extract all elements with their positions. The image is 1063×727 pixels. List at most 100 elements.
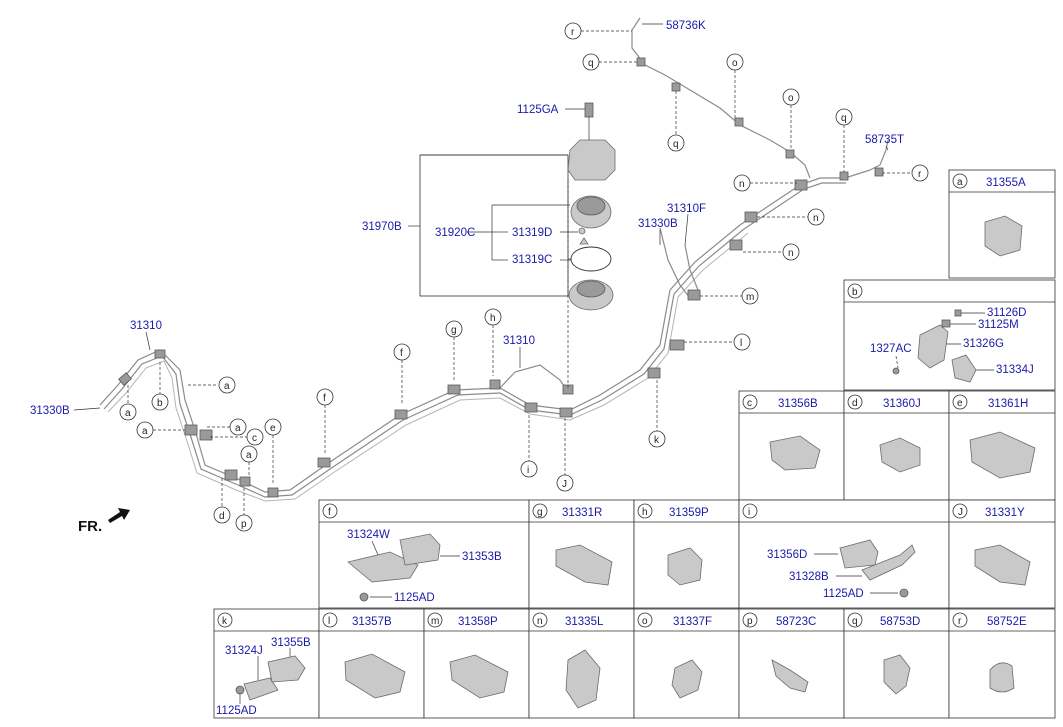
svg-text:b: b — [852, 287, 858, 298]
front-arrow-icon — [108, 508, 130, 523]
callout-r-2[interactable] — [911, 164, 929, 182]
callout-a-2[interactable] — [119, 403, 137, 421]
svg-text:a: a — [246, 450, 252, 461]
label-58735T: 58735T — [865, 134, 904, 146]
callout-o-2[interactable] — [782, 88, 800, 106]
part-31331R-icon — [555, 544, 613, 586]
svg-text:f: f — [323, 393, 326, 404]
part-31359P-icon — [667, 547, 703, 586]
label-31310-mid: 31310 — [503, 335, 535, 347]
label-31970B: 31970B — [362, 221, 402, 233]
svg-text:J: J — [958, 507, 963, 518]
svg-text:k: k — [222, 616, 228, 627]
callout-c[interactable] — [246, 428, 264, 446]
panel-p-part: 58723C — [776, 616, 816, 628]
svg-text:b: b — [157, 398, 163, 409]
svg-text:p: p — [241, 519, 247, 530]
part-58723C-icon — [771, 659, 809, 693]
callout-b[interactable] — [151, 393, 169, 411]
panel-b-part-2: 31125M — [978, 319, 1019, 331]
panel-g-letter — [532, 503, 548, 519]
svg-text:q: q — [588, 58, 594, 69]
part-31125M-icon — [941, 319, 951, 328]
callout-d[interactable] — [213, 506, 231, 524]
callout-q-2[interactable] — [667, 134, 685, 152]
svg-text:q: q — [673, 139, 679, 150]
part-31328B-icon — [861, 544, 916, 581]
svg-text:c: c — [747, 398, 752, 409]
part-31355B-icon — [267, 655, 306, 683]
callout-i[interactable] — [520, 460, 538, 478]
panel-f-part-1: 31324W — [347, 529, 390, 541]
detail-panels: a 31355A b 31126D 31125M 1327AC 31326G 3… — [213, 169, 1056, 719]
svg-text:l: l — [328, 616, 330, 627]
callout-n-1[interactable] — [782, 243, 800, 261]
panel-q-part: 58753D — [880, 616, 920, 628]
callout-l[interactable] — [733, 333, 751, 351]
svg-text:h: h — [642, 507, 648, 518]
fuel-pump-group — [408, 102, 616, 390]
callout-f-2[interactable] — [393, 343, 411, 361]
svg-text:i: i — [527, 465, 529, 476]
panel-o-letter — [637, 612, 653, 628]
svg-text:n: n — [813, 213, 819, 224]
panel-r-letter — [952, 612, 968, 628]
callout-q-1[interactable] — [582, 53, 600, 71]
panel-i-letter — [742, 503, 758, 519]
callout-n-3[interactable] — [733, 174, 751, 192]
panel-b-part-3: 1327AC — [870, 343, 912, 355]
svg-text:a: a — [125, 408, 131, 419]
label-31920C: 31920C — [435, 227, 475, 239]
svg-text:J: J — [562, 479, 567, 490]
part-31337F-icon — [671, 659, 703, 699]
label-1125GA: 1125GA — [517, 104, 559, 116]
callout-a-4[interactable] — [229, 418, 247, 436]
panel-d-part: 31360J — [883, 398, 921, 410]
callout-o-1[interactable] — [726, 53, 744, 71]
callout-m[interactable] — [741, 287, 759, 305]
callout-g[interactable] — [445, 320, 463, 338]
panel-k-letter — [217, 612, 233, 628]
panel-n-part: 31335L — [565, 616, 604, 628]
front-direction-indicator: FR. — [78, 508, 130, 535]
part-31335L-icon — [565, 649, 601, 709]
svg-text:m: m — [431, 616, 439, 627]
callout-a-5[interactable] — [240, 445, 258, 463]
panel-i-part-1: 31356D — [767, 549, 807, 561]
part-31358P-icon — [449, 654, 509, 699]
svg-text:a: a — [957, 177, 963, 188]
callout-r-1[interactable] — [564, 22, 582, 40]
panel-c-part: 31356B — [778, 398, 818, 410]
callout-a-3[interactable] — [136, 421, 154, 439]
svg-text:p: p — [747, 616, 753, 627]
svg-text:d: d — [852, 398, 858, 409]
callout-p[interactable] — [235, 514, 253, 532]
svg-text:n: n — [537, 616, 543, 627]
callout-h[interactable] — [484, 308, 502, 326]
fr-label: FR. — [78, 518, 102, 535]
panel-k-part-1: 31324J — [225, 645, 263, 657]
callout-e[interactable] — [264, 418, 282, 436]
panel-i-part-2: 31328B — [789, 571, 829, 583]
svg-text:m: m — [746, 292, 754, 303]
svg-text:f: f — [328, 507, 331, 518]
panel-l-letter — [322, 612, 338, 628]
callout-k[interactable] — [648, 430, 666, 448]
svg-text:a: a — [235, 423, 241, 434]
part-31326G-icon — [917, 324, 949, 369]
callout-n-2[interactable] — [807, 208, 825, 226]
part-31353B-icon — [399, 533, 441, 566]
callout-f-1[interactable] — [316, 388, 334, 406]
callout-J[interactable] — [556, 474, 574, 492]
panel-k-part-3: 1125AD — [216, 705, 257, 717]
svg-text:k: k — [654, 435, 660, 446]
callout-q-3[interactable] — [835, 108, 853, 126]
part-31357B-icon — [344, 653, 406, 699]
panel-f-part-3: 1125AD — [394, 592, 435, 604]
panel-k-part-2: 31355B — [271, 637, 311, 649]
part-1327AC-icon — [892, 367, 900, 375]
panel-J-letter — [952, 503, 968, 519]
label-31330B-right: 31330B — [638, 218, 678, 230]
callout-a-1[interactable] — [218, 376, 236, 394]
